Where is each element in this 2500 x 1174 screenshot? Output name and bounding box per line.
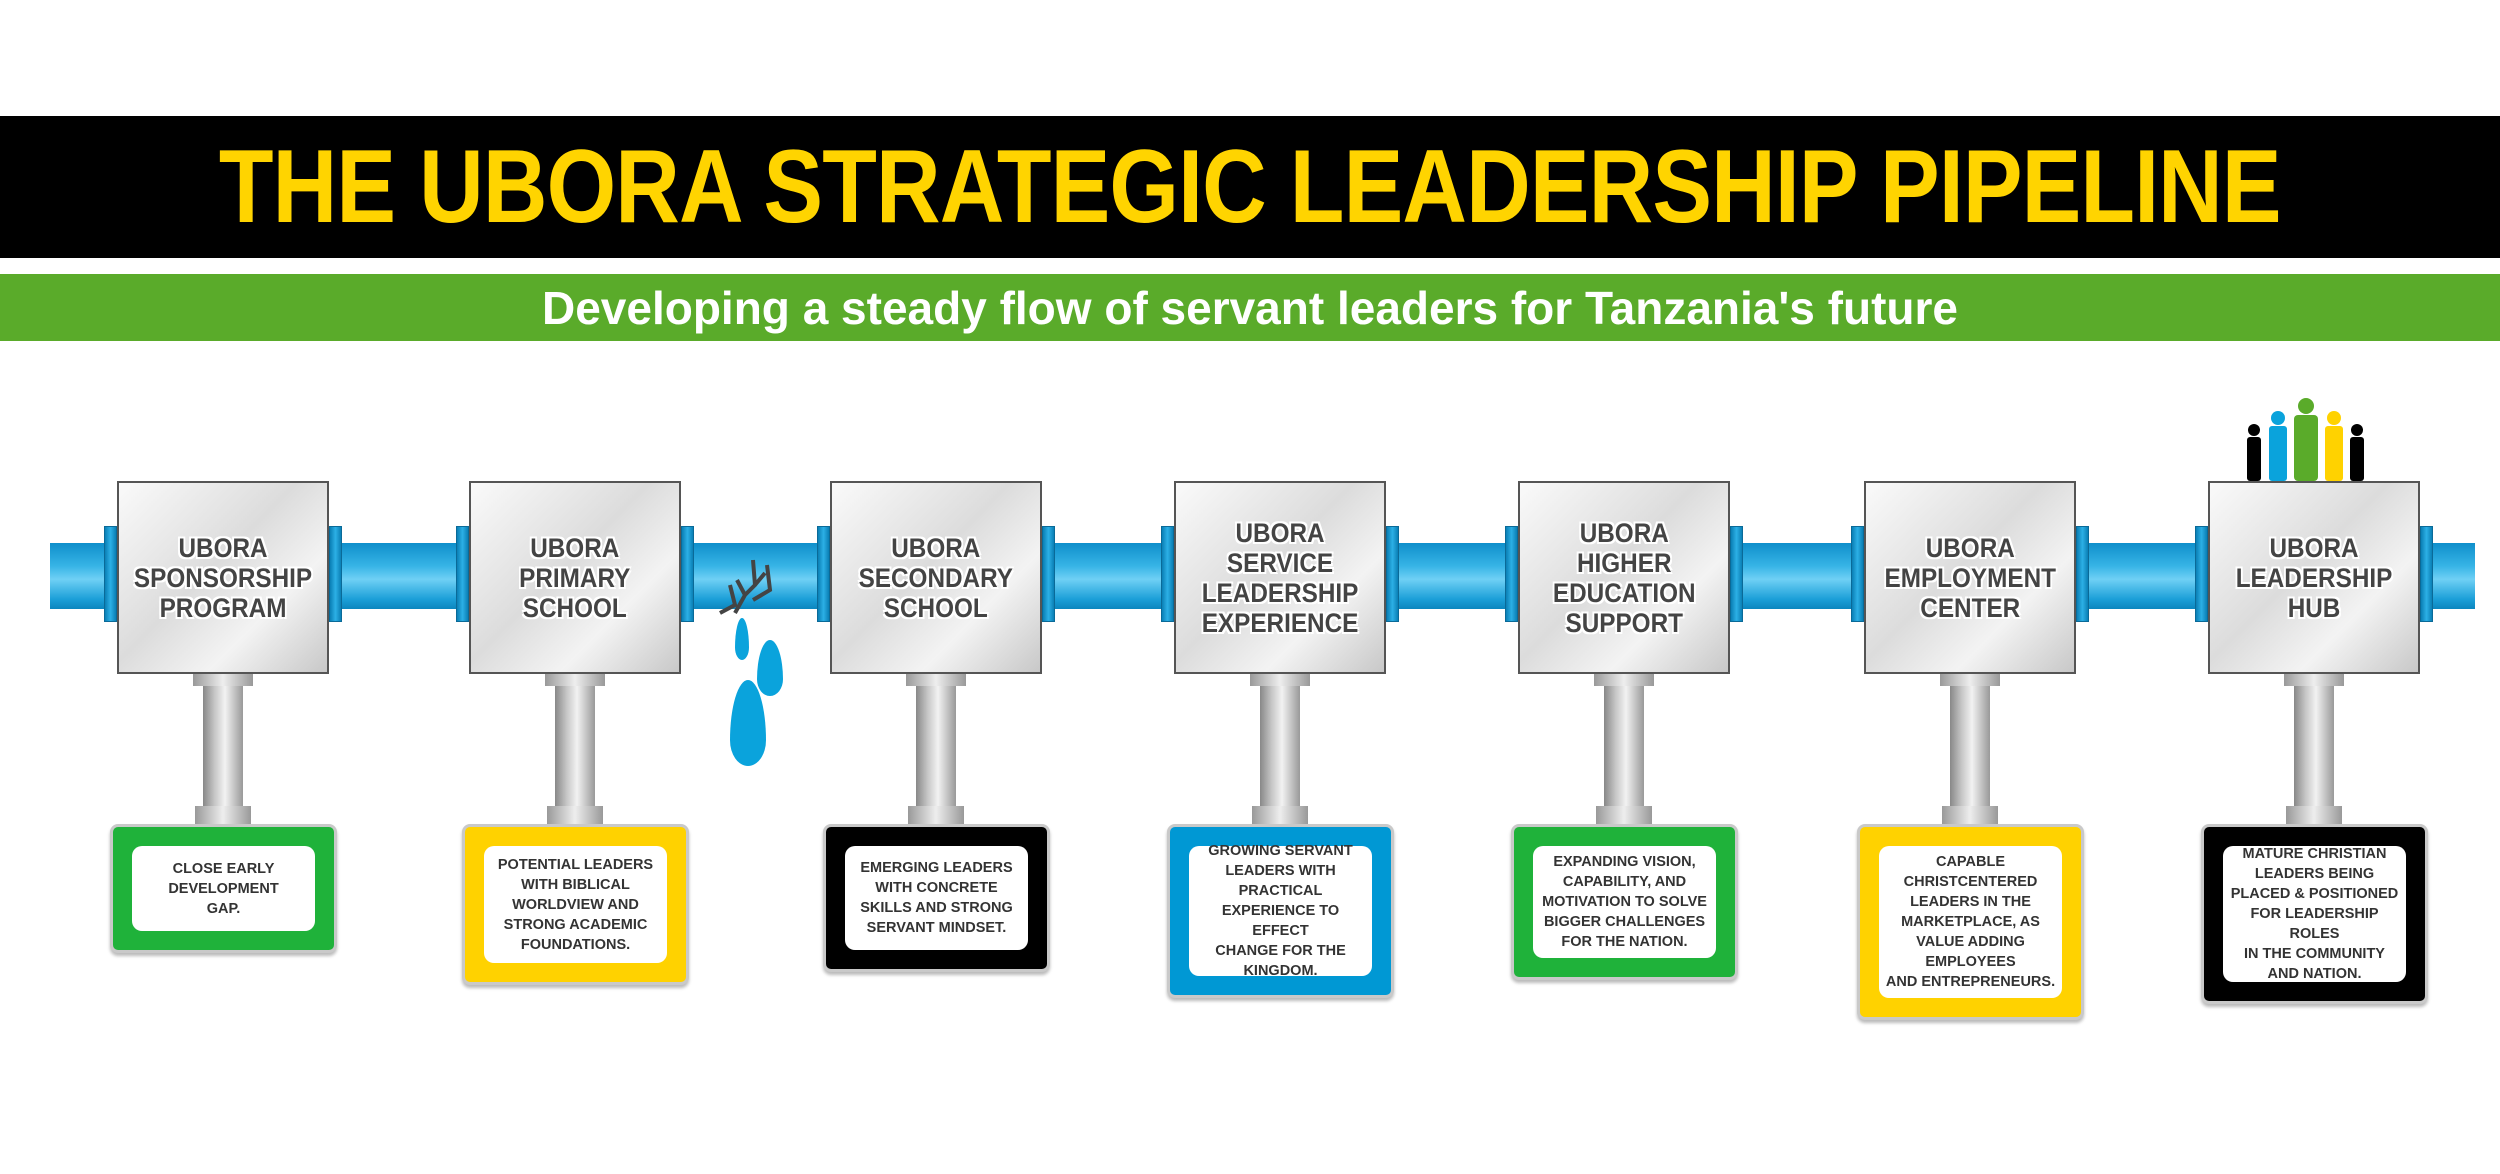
outcome-text: GROWING SERVANT LEADERS WITH PRACTICAL E…: [1208, 843, 1353, 979]
stem-collar: [2284, 674, 2344, 686]
stage-box: UBORA SPONSORSHIP PROGRAM: [117, 481, 329, 674]
outcome-card: CAPABLE CHRISTCENTERED LEADERS IN THE MA…: [1857, 824, 2084, 1020]
stem: [916, 686, 956, 810]
water-drop-icon: [757, 640, 783, 696]
subtitle-banner: Developing a steady flow of servant lead…: [0, 274, 2500, 341]
stem-collar: [1942, 806, 1998, 824]
stage-label: UBORA PRIMARY SCHOOL: [519, 532, 631, 623]
outcome-card: POTENTIAL LEADERS WITH BIBLICAL WORLDVIE…: [462, 824, 689, 985]
stem-collar: [906, 674, 966, 686]
pipe-crack-icon: [719, 559, 773, 615]
stem-collar: [195, 806, 251, 824]
stage-label: UBORA SECONDARY SCHOOL: [858, 532, 1014, 623]
stem-collar: [193, 674, 253, 686]
pipe-flange: [1730, 526, 1743, 622]
stem-collar: [547, 806, 603, 824]
stem: [1950, 686, 1990, 810]
stem: [1604, 686, 1644, 810]
stem-collar: [1940, 674, 2000, 686]
pipe-flange: [1851, 526, 1864, 622]
stage-label: UBORA HIGHER EDUCATION SUPPORT: [1552, 517, 1696, 638]
stage-box: UBORA SERVICE LEADERSHIP EXPERIENCE: [1174, 481, 1386, 674]
outcome-text: POTENTIAL LEADERS WITH BIBLICAL WORLDVIE…: [497, 856, 654, 953]
stem: [1260, 686, 1300, 810]
outcome-text: CLOSE EARLY DEVELOPMENT GAP.: [168, 860, 279, 917]
pipe-flange: [2195, 526, 2208, 622]
outcome-text: CAPABLE CHRISTCENTERED LEADERS IN THE MA…: [1885, 854, 2056, 990]
page-title: THE UBORA STRATEGIC LEADERSHIP PIPELINE: [219, 128, 2282, 245]
pipe-flange: [456, 526, 469, 622]
outcome-text: EXPANDING VISION, CAPABILITY, AND MOTIVA…: [1542, 854, 1707, 950]
outcome-card: EXPANDING VISION, CAPABILITY, AND MOTIVA…: [1511, 824, 1738, 980]
stem-collar: [2286, 806, 2342, 824]
pipe-flange: [681, 526, 694, 622]
stage-label: UBORA SPONSORSHIP PROGRAM: [133, 532, 313, 623]
pipe-flange: [2076, 526, 2089, 622]
stem-collar: [1594, 674, 1654, 686]
stage-box: UBORA HIGHER EDUCATION SUPPORT: [1518, 481, 1730, 674]
outcome-card: GROWING SERVANT LEADERS WITH PRACTICAL E…: [1167, 824, 1394, 998]
people-group-icon: [2247, 398, 2364, 481]
outcome-card: EMERGING LEADERS WITH CONCRETE SKILLS AN…: [823, 824, 1050, 972]
pipe-flange: [1386, 526, 1399, 622]
stage-label: UBORA EMPLOYMENT CENTER: [1884, 532, 2056, 623]
stage-box: UBORA PRIMARY SCHOOL: [469, 481, 681, 674]
pipe-flange: [329, 526, 342, 622]
water-drop-icon: [735, 618, 749, 660]
stage-label: UBORA LEADERSHIP HUB: [2235, 532, 2393, 623]
stem-collar: [1252, 806, 1308, 824]
stage-box: UBORA SECONDARY SCHOOL: [830, 481, 1042, 674]
outcome-text: EMERGING LEADERS WITH CONCRETE SKILLS AN…: [860, 860, 1013, 936]
stem-collar: [908, 806, 964, 824]
stem: [555, 686, 595, 810]
page-subtitle: Developing a steady flow of servant lead…: [541, 281, 1958, 334]
stem: [2294, 686, 2334, 810]
stem: [203, 686, 243, 810]
pipe-flange: [1161, 526, 1174, 622]
outcome-text: MATURE CHRISTIAN LEADERS BEING PLACED & …: [2230, 846, 2399, 982]
pipe-flange: [1042, 526, 1055, 622]
outcome-card: MATURE CHRISTIAN LEADERS BEING PLACED & …: [2201, 824, 2428, 1004]
outcome-card: CLOSE EARLY DEVELOPMENT GAP.: [110, 824, 337, 953]
pipe-flange: [104, 526, 117, 622]
pipe-flange: [1505, 526, 1518, 622]
stage-box: UBORA EMPLOYMENT CENTER: [1864, 481, 2076, 674]
title-banner: THE UBORA STRATEGIC LEADERSHIP PIPELINE: [0, 116, 2500, 258]
stem-collar: [545, 674, 605, 686]
water-drop-icon: [730, 680, 766, 766]
stem-collar: [1596, 806, 1652, 824]
stage-box: UBORA LEADERSHIP HUB: [2208, 481, 2420, 674]
pipe-flange: [817, 526, 830, 622]
pipe-flange: [2420, 526, 2433, 622]
stem-collar: [1250, 674, 1310, 686]
stage-label: UBORA SERVICE LEADERSHIP EXPERIENCE: [1201, 517, 1359, 638]
